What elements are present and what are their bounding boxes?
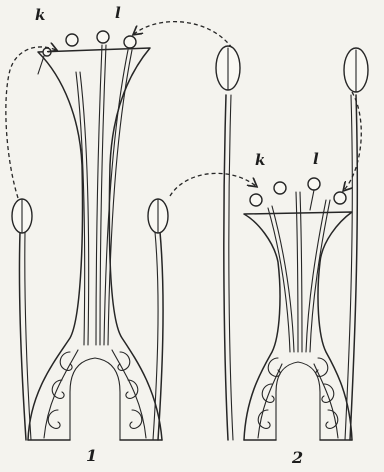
figure-2-flower xyxy=(170,46,368,440)
figure-1-ovules xyxy=(48,352,142,428)
figure-1-stigma-mid xyxy=(97,31,109,43)
figure-1-stamen-right xyxy=(158,232,163,440)
figure-2-pollen-path-left xyxy=(170,173,256,196)
figure-1-flower xyxy=(6,22,232,440)
figure-2-stamen-left xyxy=(224,95,228,440)
figure-2-pollen-path-right xyxy=(344,92,361,190)
figure-1-pollen-path-top xyxy=(134,22,232,48)
label-k-fig2: k xyxy=(255,153,265,168)
figure-1-stigma-l xyxy=(124,36,136,48)
figure-2-style-right xyxy=(306,200,326,352)
figure-2-stigma-l xyxy=(334,192,346,204)
label-l-fig1: l xyxy=(115,6,121,21)
figure-1-ovary xyxy=(70,358,120,440)
figure-2-stigma-k xyxy=(250,194,262,206)
label-k-fig1: k xyxy=(35,8,45,23)
figure-1-pollen-path-left xyxy=(6,47,56,198)
figure-1-perianth xyxy=(28,48,162,440)
label-figure-1: 1 xyxy=(86,448,97,464)
label-l-fig2: l xyxy=(313,152,319,167)
figure-2-ovary xyxy=(276,362,320,440)
figure-1-stigma-k xyxy=(66,34,78,46)
figure-2-stigma-mid xyxy=(308,178,320,190)
label-figure-2: 2 xyxy=(292,450,303,466)
figure-2-style-center xyxy=(296,192,298,352)
figure-2-ovules xyxy=(258,358,338,428)
